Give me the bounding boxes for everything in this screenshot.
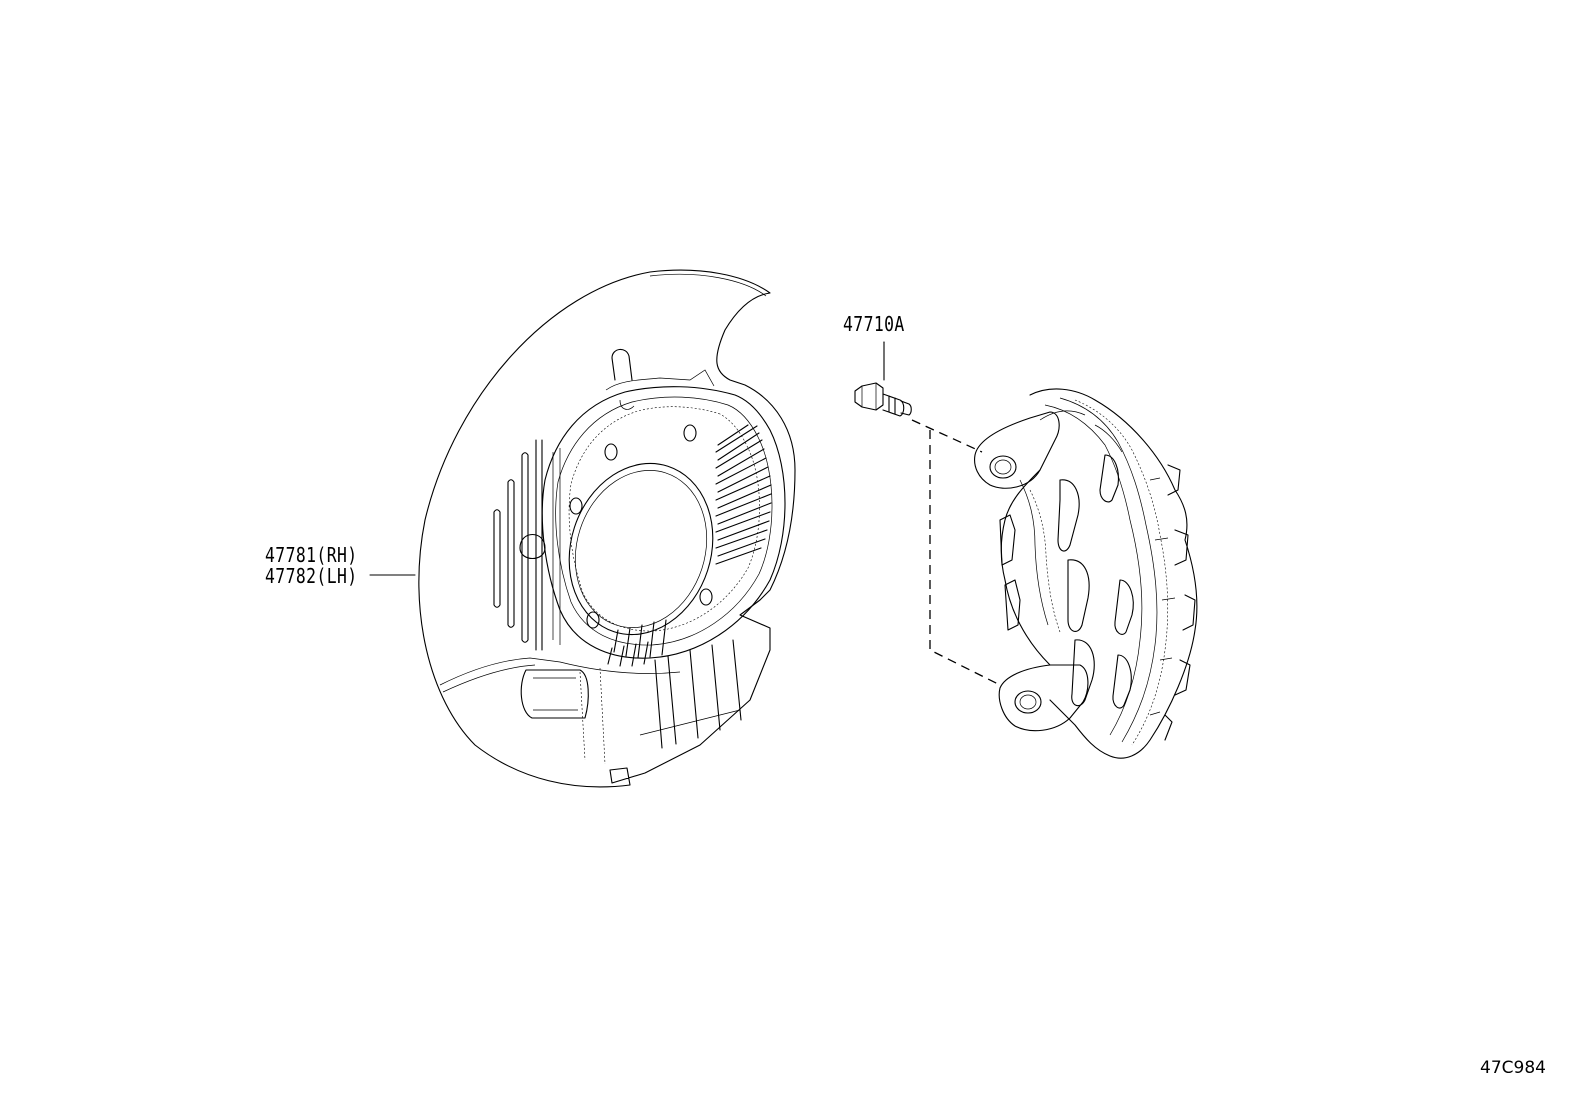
dust-cover-lh-label: 47782(LH) (265, 564, 358, 588)
dust-cover-rh-label: 47781(RH) (265, 543, 358, 567)
assembly-dashed-line (911, 419, 1001, 686)
vent-louvers-right (715, 424, 772, 565)
disc-brake-dust-cover (418, 269, 796, 788)
caliper-bolt (854, 341, 912, 417)
vent-louvers-bottom (607, 619, 667, 667)
vent-ribs-left (493, 439, 561, 651)
brake-caliper (974, 388, 1198, 759)
illustration-code: 47C984 (1480, 1058, 1546, 1078)
caliper-bolt-label: 47710A (843, 312, 905, 336)
